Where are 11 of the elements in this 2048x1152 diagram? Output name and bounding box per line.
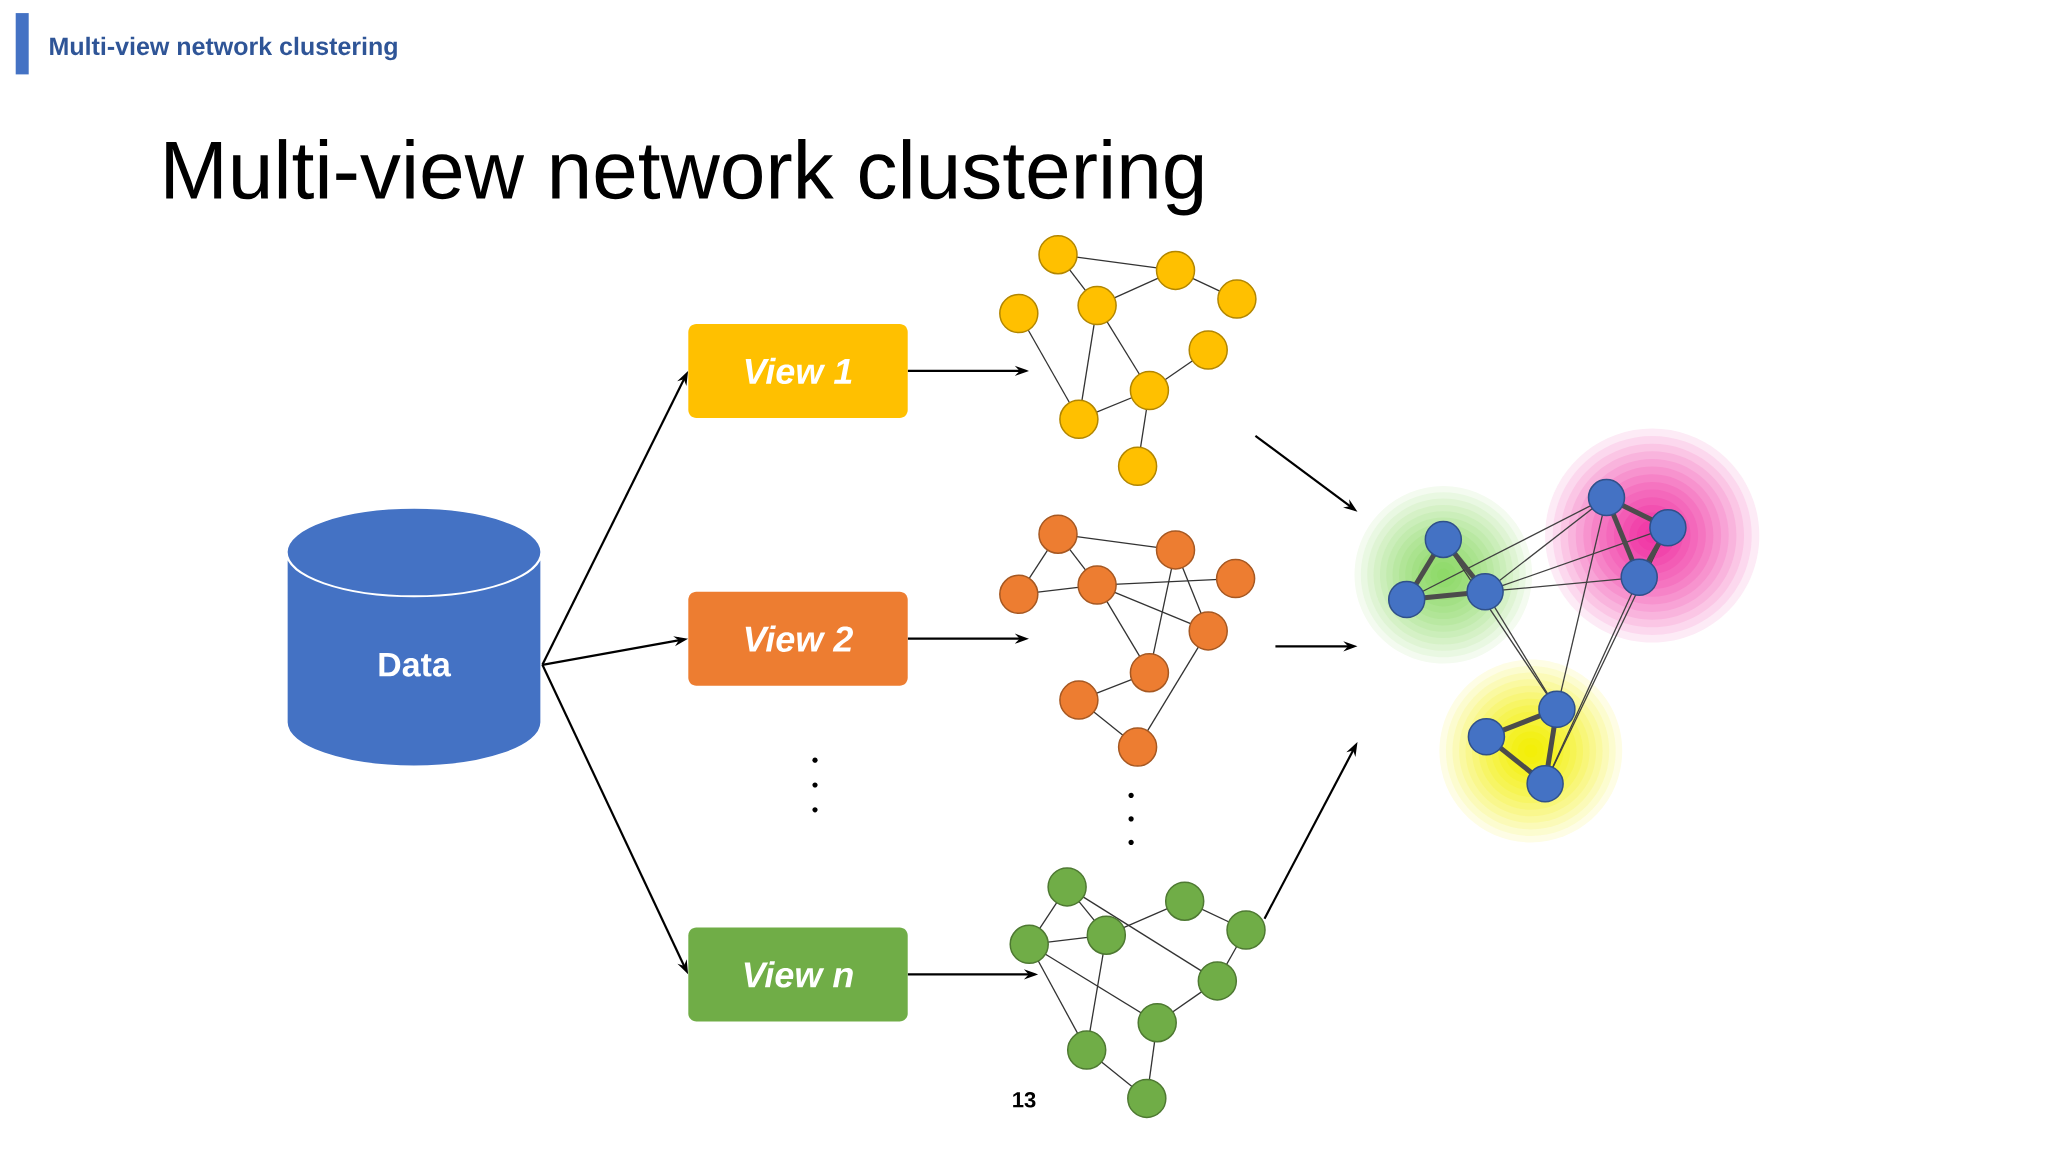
- network-drawing: [1009, 867, 1266, 1119]
- page-number: 13: [1013, 1092, 1036, 1108]
- view-box: View 2: [688, 591, 908, 686]
- header-text: Multi-view network clustering: [50, 36, 397, 61]
- title: Multi-view network clustering: [166, 139, 1203, 216]
- view-box: View 1: [688, 323, 908, 418]
- network-drawing: [999, 234, 1257, 487]
- view-box: View n: [688, 927, 908, 1022]
- clustered-network-drawing: [1354, 428, 1760, 843]
- database-cylinder: Data: [285, 506, 543, 768]
- network-drawing: [999, 514, 1256, 767]
